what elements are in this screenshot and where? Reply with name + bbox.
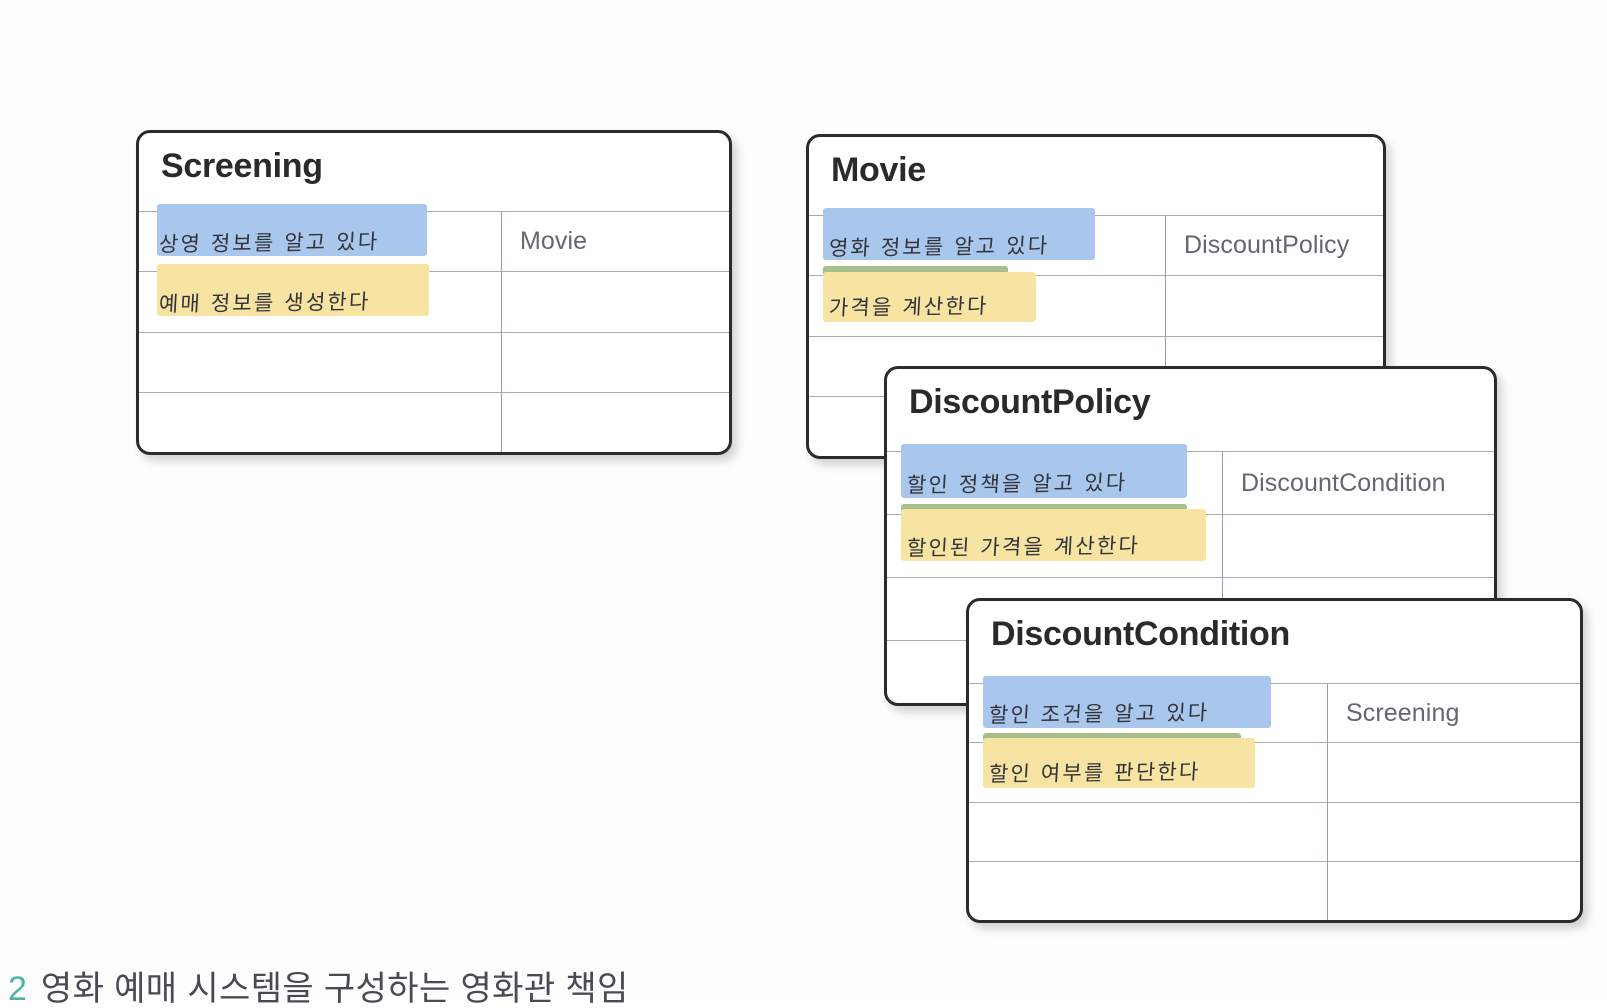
responsibility-cell[interactable]: 영화 정보를 알고 있다 [809,208,1165,275]
collaborator-cell[interactable]: Movie [501,212,729,272]
responsibility-cell[interactable] [139,333,501,392]
responsibility-text: 영화 정보를 알고 있다 [828,233,1051,260]
responsibility-cell[interactable]: 할인 여부를 판단한다 [969,733,1327,801]
crc-card-screening[interactable]: Screening 상영 정보를 알고 있다 Movie 예매 정보를 생성한다 [136,130,732,455]
responsibility-cell[interactable]: 할인 조건을 알고 있다 [969,676,1327,742]
collaborator-cell[interactable] [501,272,729,332]
collaborator-text: DiscountPolicy [1184,231,1350,260]
card-title-discount-condition: DiscountCondition [991,615,1290,653]
responsibility-cell[interactable]: 상영 정보를 알고 있다 [139,204,501,271]
responsibility-cell[interactable]: 예매 정보를 생성한다 [139,264,501,331]
crc-row[interactable]: 예매 정보를 생성한다 [139,264,729,332]
crc-row[interactable]: 할인 여부를 판단한다 [969,733,1580,802]
crc-row[interactable]: 할인 정책을 알고 있다 DiscountCondition [887,444,1494,514]
collaborator-cell[interactable]: DiscountCondition [1222,452,1494,514]
responsibility-cell[interactable]: 할인된 가격을 계산한다 [887,504,1222,577]
caption-number: 2 [8,970,27,1008]
crc-card-discount-condition[interactable]: DiscountCondition 할인 조건을 알고 있다 Screening… [966,598,1583,923]
crc-table-screening: 상영 정보를 알고 있다 Movie 예매 정보를 생성한다 [139,204,729,452]
collaborator-cell[interactable] [1327,743,1580,802]
crc-row[interactable]: 할인 조건을 알고 있다 Screening [969,676,1580,743]
card-title-movie: Movie [831,151,926,189]
crc-table-discount-condition: 할인 조건을 알고 있다 Screening 할인 여부를 판단한다 [969,676,1580,920]
crc-row[interactable]: 가격을 계산한다 [809,266,1383,336]
crc-row[interactable] [969,860,1580,920]
crc-row[interactable] [969,801,1580,861]
crc-row[interactable]: 영화 정보를 알고 있다 DiscountPolicy [809,208,1383,276]
responsibility-text: 예매 정보를 생성한다 [158,289,372,317]
collaborator-cell[interactable]: DiscountPolicy [1165,216,1383,276]
card-title-screening: Screening [161,147,323,185]
responsibility-text: 할인된 가격을 계산한다 [906,533,1141,561]
responsibility-text: 할인 조건을 알고 있다 [988,700,1211,728]
responsibility-cell[interactable] [139,393,501,452]
responsibility-cell[interactable] [969,803,1327,861]
crc-row[interactable]: 할인된 가격을 계산한다 [887,504,1494,577]
crc-row[interactable]: 상영 정보를 알고 있다 Movie [139,204,729,272]
caption-text: 영화 예매 시스템을 구성하는 영화관 책임 [40,970,629,1008]
card-title-discount-policy: DiscountPolicy [909,383,1151,421]
responsibility-cell[interactable] [969,862,1327,920]
collaborator-cell[interactable] [1327,861,1580,920]
responsibility-text: 할인 여부를 판단한다 [988,760,1202,787]
figure-caption: 2 영화 예매 시스템을 구성하는 영화관 책임 [8,972,629,1006]
collaborator-text: DiscountCondition [1241,468,1446,497]
collaborator-text: Movie [520,227,588,256]
responsibility-cell[interactable]: 가격을 계산한다 [809,266,1165,335]
responsibility-cell[interactable]: 할인 정책을 알고 있다 [887,444,1222,514]
collaborator-cell[interactable]: Screening [1327,684,1580,743]
collaborator-cell[interactable] [1222,515,1494,577]
responsibility-text: 할인 정책을 알고 있다 [906,470,1129,498]
crc-row[interactable] [139,331,729,392]
crc-row[interactable] [139,391,729,452]
collaborator-cell[interactable] [1327,802,1580,861]
collaborator-cell[interactable] [501,332,729,392]
collaborator-cell[interactable] [501,392,729,452]
collaborator-cell[interactable] [1165,276,1383,336]
responsibility-text: 가격을 계산한다 [828,293,990,320]
collaborator-text: Screening [1346,698,1460,727]
responsibility-text: 상영 정보를 알고 있다 [158,229,381,256]
